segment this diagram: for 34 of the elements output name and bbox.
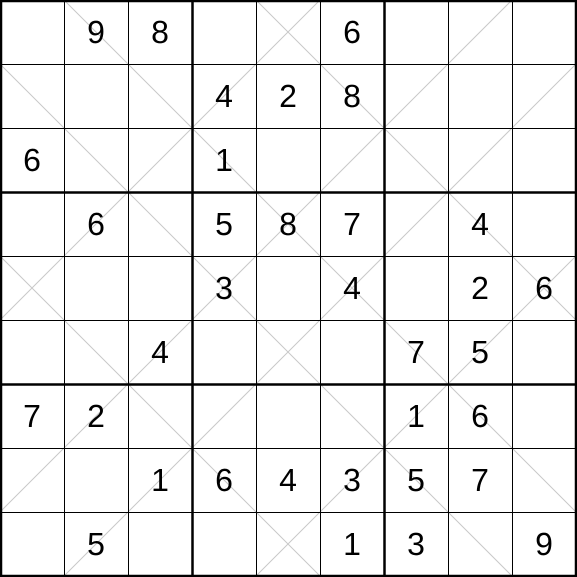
given-digit: 7 — [471, 462, 489, 498]
given-digit: 1 — [343, 526, 361, 562]
given-digit: 6 — [215, 462, 233, 498]
given-digit: 8 — [343, 78, 361, 114]
given-digit: 6 — [23, 142, 41, 178]
given-digit: 8 — [279, 206, 297, 242]
given-digit: 9 — [87, 14, 105, 50]
given-digit: 7 — [23, 398, 41, 434]
given-digit: 8 — [151, 14, 169, 50]
given-digit: 7 — [407, 334, 425, 370]
given-digit: 2 — [471, 270, 489, 306]
given-digit: 6 — [343, 14, 361, 50]
given-digit: 1 — [151, 462, 169, 498]
given-digit: 7 — [343, 206, 361, 242]
given-digit: 5 — [215, 206, 233, 242]
given-digit: 5 — [407, 462, 425, 498]
given-digit: 1 — [407, 398, 425, 434]
given-digit: 1 — [215, 142, 233, 178]
given-digit: 6 — [535, 270, 553, 306]
given-digit: 6 — [471, 398, 489, 434]
given-digit: 2 — [279, 78, 297, 114]
given-digit: 4 — [151, 334, 169, 370]
given-digit: 4 — [471, 206, 489, 242]
given-digit: 3 — [343, 462, 361, 498]
given-digit: 5 — [87, 526, 105, 562]
given-digit: 4 — [215, 78, 233, 114]
given-digit: 4 — [343, 270, 361, 306]
given-digit: 4 — [279, 462, 297, 498]
given-digit: 2 — [87, 398, 105, 434]
given-digit: 6 — [87, 206, 105, 242]
given-digit: 3 — [215, 270, 233, 306]
given-digit: 3 — [407, 526, 425, 562]
given-digit: 5 — [471, 334, 489, 370]
given-digit: 9 — [535, 526, 553, 562]
